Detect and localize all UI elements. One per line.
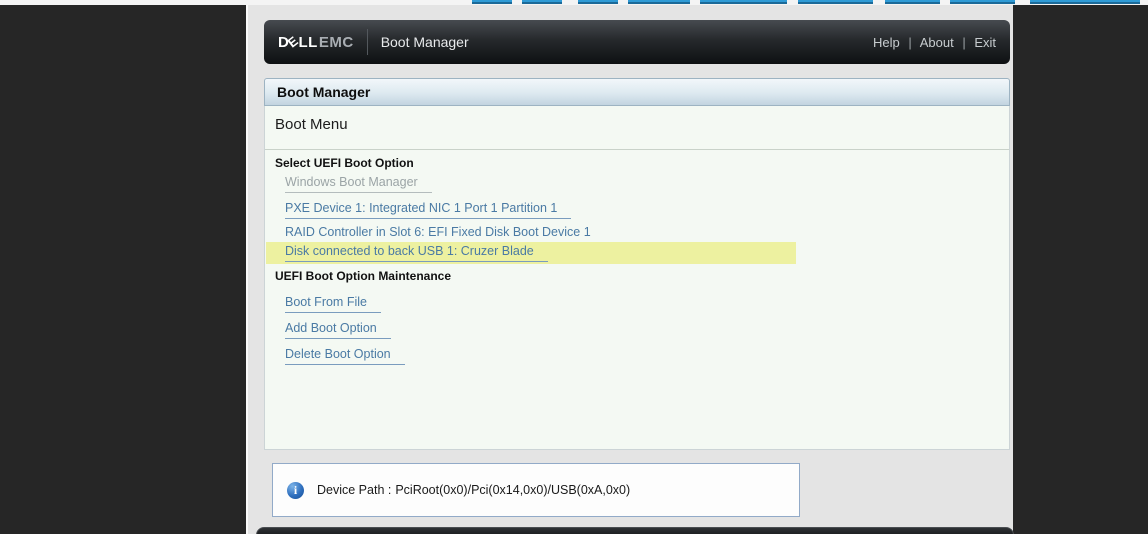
toolbar-button[interactable] — [1030, 0, 1140, 4]
header-menu: Help | About | Exit — [873, 35, 996, 50]
boot-option-windows-boot-manager[interactable]: Windows Boot Manager — [285, 175, 432, 193]
device-path-label: Device Path : — [317, 483, 392, 497]
toolbar-button[interactable] — [700, 0, 787, 4]
menu-separator: | — [908, 34, 912, 50]
toolbar-button[interactable] — [628, 0, 690, 4]
toolbar-button[interactable] — [578, 0, 618, 4]
toolbar-button[interactable] — [885, 0, 940, 4]
section-divider — [265, 149, 1009, 150]
device-path-value: PciRoot(0x0)/Pci(0x14,0x0)/USB(0xA,0x0) — [395, 483, 631, 497]
boot-option-row: RAID Controller in Slot 6: EFI Fixed Dis… — [285, 223, 605, 243]
maintenance-option-row: Delete Boot Option — [285, 345, 405, 365]
cutoff-toolbar-strip — [0, 0, 1148, 5]
boot-menu-title: Boot Menu — [275, 116, 348, 133]
header-divider — [366, 29, 368, 55]
device-path-text: Device Path :PciRoot(0x0)/Pci(0x14,0x0)/… — [317, 483, 630, 497]
emc-logo-text: EMC — [318, 33, 354, 51]
help-link[interactable]: Help — [873, 34, 900, 50]
device-path-info-box: i Device Path :PciRoot(0x0)/Pci(0x14,0x0… — [272, 463, 800, 517]
boot-option-pxe-device-1[interactable]: PXE Device 1: Integrated NIC 1 Port 1 Pa… — [285, 201, 572, 219]
footer-bar-cutoff — [256, 527, 1014, 534]
delete-boot-option-link[interactable]: Delete Boot Option — [285, 347, 405, 365]
maintenance-option-row: Boot From File — [285, 293, 381, 313]
app-title: Boot Manager — [380, 34, 469, 50]
select-uefi-boot-option-heading: Select UEFI Boot Option — [275, 156, 414, 170]
toolbar-button[interactable] — [798, 0, 873, 4]
boot-option-row: Windows Boot Manager — [285, 173, 432, 193]
boot-option-raid-controller[interactable]: RAID Controller in Slot 6: EFI Fixed Dis… — [285, 225, 605, 243]
maintenance-option-row: Add Boot Option — [285, 319, 391, 339]
boot-option-row: PXE Device 1: Integrated NIC 1 Port 1 Pa… — [285, 199, 572, 219]
toolbar-button[interactable] — [472, 0, 512, 4]
highlighted-boot-option-row: Disk connected to back USB 1: Cruzer Bla… — [266, 242, 796, 264]
exit-link[interactable]: Exit — [974, 34, 996, 50]
toolbar-button[interactable] — [950, 0, 1015, 4]
dell-emc-logo: DELL — [278, 32, 318, 51]
info-icon: i — [287, 481, 304, 499]
boot-menu-panel: Boot Menu Select UEFI Boot Option Window… — [264, 106, 1010, 450]
boot-option-usb-cruzer-blade[interactable]: Disk connected to back USB 1: Cruzer Bla… — [285, 244, 548, 262]
menu-separator: | — [962, 34, 966, 50]
page-title-bar: Boot Manager — [264, 78, 1010, 106]
app-header-bar: DELL EMC Boot Manager Help | About | Exi… — [264, 20, 1010, 64]
about-link[interactable]: About — [919, 34, 954, 50]
page-title: Boot Manager — [277, 84, 371, 100]
uefi-maintenance-heading: UEFI Boot Option Maintenance — [275, 269, 451, 283]
boot-from-file-link[interactable]: Boot From File — [285, 295, 381, 313]
add-boot-option-link[interactable]: Add Boot Option — [285, 321, 391, 339]
toolbar-button[interactable] — [522, 0, 562, 4]
boot-manager-page: DELL EMC Boot Manager Help | About | Exi… — [246, 5, 1014, 534]
